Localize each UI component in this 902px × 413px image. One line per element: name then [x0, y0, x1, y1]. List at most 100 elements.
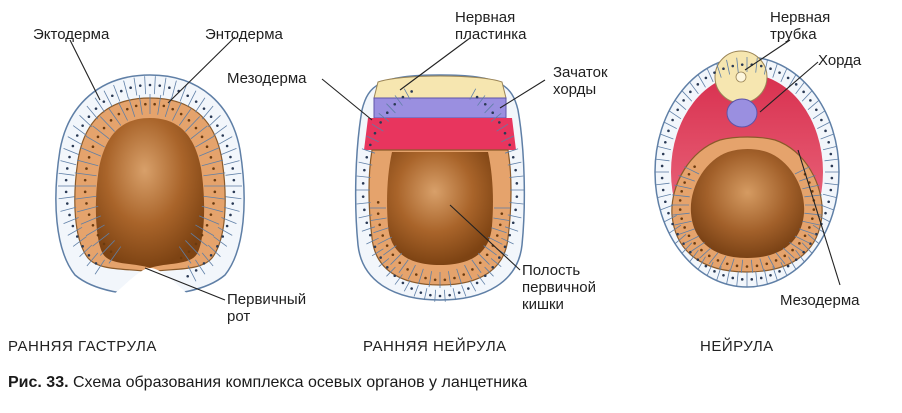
neurula — [654, 50, 840, 288]
cell-boundary — [660, 204, 674, 211]
cell-boundary — [185, 116, 201, 132]
cell-nucleus — [71, 224, 75, 228]
cell-boundary — [201, 159, 224, 167]
cell-boundary — [361, 148, 376, 154]
cell-boundary — [118, 102, 128, 121]
cell-boundary — [221, 217, 237, 224]
cell-nucleus — [365, 155, 369, 159]
cell-boundary — [356, 202, 371, 205]
cell-nucleus — [824, 129, 827, 133]
cell-nucleus — [393, 274, 397, 278]
cell-nucleus — [232, 178, 236, 182]
cell-nucleus — [119, 89, 123, 93]
cell-nucleus — [410, 90, 413, 93]
cell-boundary — [668, 224, 682, 234]
cell-nucleus — [200, 135, 204, 139]
cell-boundary — [477, 252, 490, 265]
cell-nucleus — [750, 278, 754, 281]
cell-nucleus — [671, 118, 674, 122]
label-polost-line-1: Полость — [522, 262, 581, 279]
cell-nucleus — [680, 217, 683, 220]
cell-boundary — [699, 247, 712, 259]
cell-nucleus — [410, 287, 413, 290]
cell-nucleus — [202, 262, 206, 265]
cell-nucleus — [369, 233, 372, 237]
cell-boundary — [689, 81, 699, 95]
cell-boundary — [716, 63, 722, 78]
cell-boundary — [138, 94, 143, 115]
cell-boundary — [729, 258, 735, 272]
cell-boundary — [103, 90, 113, 107]
cell-nucleus — [676, 108, 679, 112]
cell-boundary — [223, 160, 240, 166]
cell-nucleus — [376, 201, 380, 204]
cell-nucleus — [385, 244, 389, 247]
cell-boundary — [80, 215, 102, 225]
label-nervnaya-plastinka-line-1: Нервная — [455, 9, 516, 26]
cell-nucleus — [134, 104, 138, 108]
cell-nucleus — [693, 242, 696, 245]
cell-boundary — [697, 74, 706, 88]
cell-boundary — [221, 148, 237, 155]
cell-nucleus — [81, 245, 84, 248]
cell-nucleus — [158, 84, 162, 87]
cell-nucleus — [508, 233, 511, 237]
cell-boundary — [207, 115, 221, 128]
cell-boundary — [371, 123, 384, 132]
cell-boundary — [133, 77, 138, 96]
cell-nucleus — [216, 124, 219, 127]
cell-boundary — [461, 284, 467, 297]
cell-boundary — [501, 237, 514, 245]
cell-nucleus — [794, 83, 798, 86]
cell-nucleus — [419, 291, 423, 294]
cell-boundary — [370, 217, 387, 221]
cell-boundary — [225, 196, 242, 200]
cell-boundary — [493, 217, 510, 221]
cell-boundary — [820, 133, 834, 140]
cell-nucleus — [667, 211, 670, 215]
cell-boundary — [58, 196, 75, 200]
cell-boundary — [772, 63, 778, 78]
cell-nucleus — [802, 250, 805, 254]
cell-nucleus — [700, 248, 703, 252]
cell-boundary — [671, 194, 690, 198]
cell-boundary — [795, 81, 805, 95]
cell-boundary — [668, 110, 682, 120]
cell-nucleus — [453, 276, 456, 280]
cell-nucleus — [740, 278, 744, 281]
cell-boundary — [213, 236, 228, 247]
cell-nucleus — [661, 188, 665, 192]
cell-nucleus — [102, 100, 106, 103]
cell-boundary — [726, 59, 731, 75]
cell-nucleus — [202, 107, 206, 110]
cell-nucleus — [667, 129, 670, 133]
label-entoderma: Энтодерма — [205, 26, 283, 43]
cell-boundary — [417, 268, 424, 285]
cell-boundary — [484, 103, 494, 114]
cell-boundary — [74, 195, 97, 200]
cell-nucleus — [765, 262, 769, 266]
cell-nucleus — [429, 293, 432, 297]
cell-nucleus — [500, 212, 504, 215]
cell-nucleus — [96, 135, 100, 139]
cell-boundary — [782, 247, 795, 259]
cell-boundary — [373, 227, 389, 234]
cell-nucleus — [680, 190, 683, 193]
cell-nucleus — [363, 208, 366, 212]
cell-nucleus — [740, 63, 744, 66]
cell-boundary — [718, 256, 727, 269]
cell-nucleus — [194, 100, 198, 103]
cell-boundary — [94, 259, 105, 275]
cell-boundary — [684, 166, 700, 175]
cell-boundary — [678, 175, 695, 182]
cell-nucleus — [205, 145, 209, 149]
cell-boundary — [383, 245, 397, 256]
cell-boundary — [660, 133, 674, 140]
cell-boundary — [92, 232, 110, 247]
cell-boundary — [99, 116, 115, 132]
cell-boundary — [817, 215, 831, 223]
cell-boundary — [128, 97, 136, 118]
cell-boundary — [817, 121, 831, 129]
cell-nucleus — [687, 234, 691, 238]
cell-boundary — [371, 248, 384, 257]
